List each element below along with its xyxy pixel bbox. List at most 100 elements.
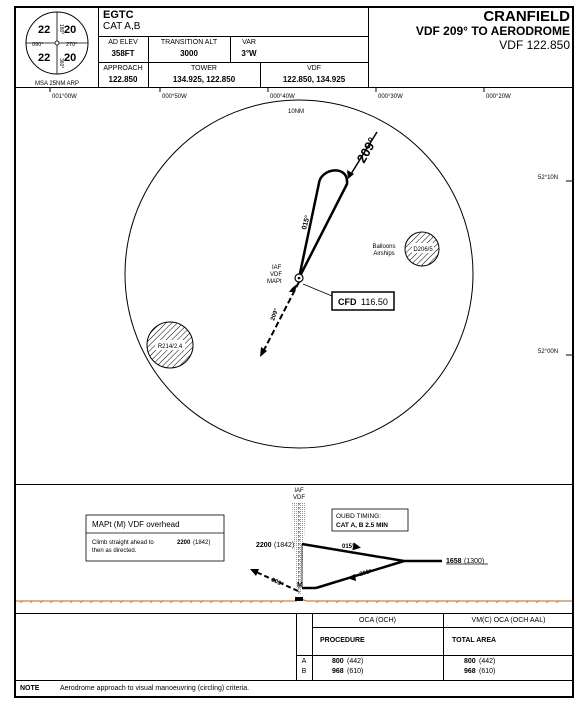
minima-divider [443,613,444,680]
header-cell-divider [230,36,231,62]
cat-a: A [301,658,307,665]
header-cell-divider [148,62,149,87]
oca-a: 800 [332,658,344,665]
transition-alt-label: TRANSITION ALT [160,39,218,46]
ad-elev-value: 358FT [111,49,135,58]
note-label: NOTE [20,685,40,692]
long-tick-label: 001°00W [52,94,77,100]
mapt-instruction-1: Climb straight ahead to [92,540,154,546]
msa-sector-bl: 22 [38,52,50,64]
profile-inbound [315,559,405,590]
terrain-hatch [19,600,560,604]
vm-oca-b: 968 [464,668,476,675]
procedure-title: VDF 209° TO AERODROME [415,24,570,38]
profile-outbound [301,542,442,563]
vdf-freq-value: 122.850, 134.925 [282,75,346,84]
procedure-frequency: VDF 122.850 [499,38,570,52]
alt-left-agl: (1842) [274,542,294,549]
mapt-symbol: M [297,582,303,589]
header-divider [14,87,574,88]
profile-minima-divider [14,613,574,614]
alt-left: 2200 [256,542,272,549]
danger-area-label: D206/5 [413,247,433,253]
profile-inbound-label: 209° [359,569,373,578]
long-tick-label: 000°30W [378,94,403,100]
procedure-teardrop [297,169,349,279]
minima-note-divider [14,680,574,681]
restricted-area-label: R214/2.4 [158,344,183,350]
note-text: Aerodrome approach to visual manoeuvring… [60,685,250,692]
profile-outbound-label: 015° [342,544,355,550]
minima-row-divider [296,655,574,656]
msa-diagram: 22 20 22 20 180° 090° 270° 360° MSA 25NM… [25,11,89,87]
transition-alt-value: 3000 [180,49,198,58]
minima-divider [312,613,313,680]
navaid-ident: CFD [338,297,357,307]
lat-tick-label: 52°10N [538,175,558,181]
approach-category: CAT A,B [103,21,141,32]
timing-box [331,508,409,532]
plan-profile-divider [14,484,574,485]
final-approach-track [263,281,300,351]
vm-och-a: (442) [479,658,496,665]
airport-name: CRANFIELD [483,8,570,25]
timing-title: OUBD TIMING: [336,513,381,520]
ad-elev-label: AD ELEV [108,39,138,46]
approach-freq-value: 122.850 [108,75,138,84]
navaid-box [331,291,395,311]
chart-frame [14,6,574,698]
runway-symbol [295,597,303,601]
minima-row-divider [312,627,574,628]
navaid-leader [302,283,333,297]
variation-value: 3°W [241,49,257,58]
mapt-instruction-2: then as directed. [92,548,137,554]
tower-freq-label: TOWER [191,65,217,72]
vm-oca-a: 800 [464,658,476,665]
variation-label: VAR [242,39,256,46]
procedure-label: PROCEDURE [320,637,365,644]
final-track-label: 209° [270,307,280,321]
missed-approach-track [253,570,299,592]
airport-icao: EGTC [103,9,134,21]
msa-bearing-e: 270° [66,42,77,48]
vm-oca-header: VM(C) OCA (OCH AAL) [471,617,546,624]
vdf-freq-label: VDF [307,65,321,72]
timing-value: CAT A, B 2.5 MIN [336,522,388,529]
msa-sector-br: 20 [64,52,76,64]
long-tick-label: 000°20W [486,94,511,100]
och-a: (442) [347,658,364,665]
iaf-label: IAF [272,265,282,271]
header-col-divider [368,6,369,87]
outbound-track-label: 015° [300,214,312,230]
balloons-label: Balloons [372,244,395,250]
header-col-divider [98,6,99,87]
mapt-label: MAPt [267,279,282,285]
terrain-line [16,598,572,602]
inbound-track [350,131,378,175]
header-row-divider [98,36,368,37]
msa-bearing-s: 360° [58,58,64,68]
long-tick-label: 000°50W [162,94,187,100]
vdf-label: VDF [270,272,282,278]
total-area-label: TOTAL AREA [452,637,497,644]
airships-label: Airships [373,251,394,257]
navaid-frequency: 116.50 [361,297,388,307]
alt-right-agl: (1300) [464,558,484,565]
vm-och-b: (610) [479,668,496,675]
plan-view: 001°00W 000°50W 000°40W 000°30W 000°20W … [49,88,572,449]
inbound-track-label: 209° [354,135,380,166]
mapt-title: MAPt (M) VDF overhead [92,520,180,529]
latitude-ticks: 52°10N 52°00N [538,175,572,356]
header-row-divider [98,62,368,63]
oca-header: OCA (OCH) [359,617,396,624]
profile-vdf-label: VDF [293,495,305,501]
msa-sector-tr: 20 [64,24,76,36]
mapt-instruction-alt: 2200 [177,540,191,546]
missed-track-label: 209° [270,577,284,588]
msa-label: MSA 25NM ARP [35,81,79,87]
longitude-ticks: 001°00W 000°50W 000°40W 000°30W 000°20W [49,88,511,100]
msa-sector-tl: 22 [38,24,50,36]
mapt-instruction-agl: (1842) [193,540,210,546]
msa-bearing-n: 180° [58,24,64,34]
long-tick-label: 000°40W [270,94,295,100]
